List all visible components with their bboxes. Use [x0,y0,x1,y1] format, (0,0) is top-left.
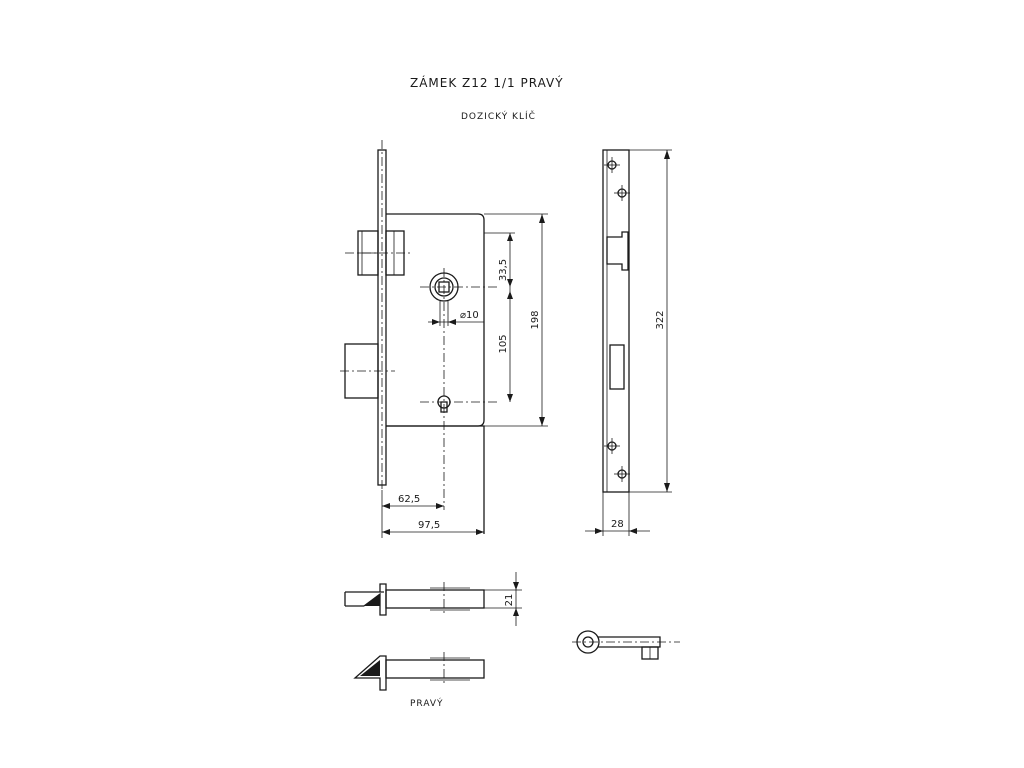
latch-opening [606,231,629,271]
lock-front-view [340,140,500,534]
dim-97-5: 97,5 [418,520,440,531]
dim-62-5: 62,5 [398,494,420,505]
dim-diameter-10: ⌀10 [460,310,479,321]
dim-33-5: 33,5 [498,259,509,281]
bolt-opening [609,344,625,390]
dim-21: 21 [504,594,515,607]
screw-holes [604,157,630,482]
key-icon [572,630,680,660]
lock-top-view-upper: 21 [344,572,522,626]
dim-105: 105 [498,334,509,353]
body-extension [386,425,485,534]
drawing-subtitle: DOZICKÝ KLÍČ [461,110,536,122]
drawing-title: ZÁMEK Z12 1/1 PRAVÝ [410,75,564,90]
lock-side-view: 322 28 [585,149,672,536]
dim-198: 198 [530,310,541,329]
lock-top-view-lower: PRAVÝ [353,652,485,709]
dim-28: 28 [611,519,624,530]
faceplate-side [602,149,630,493]
front-dimensions: 198 33,5 105 ⌀10 62,5 97,5 [381,213,548,538]
side-label: PRAVÝ [410,697,444,709]
dim-322: 322 [655,310,666,329]
